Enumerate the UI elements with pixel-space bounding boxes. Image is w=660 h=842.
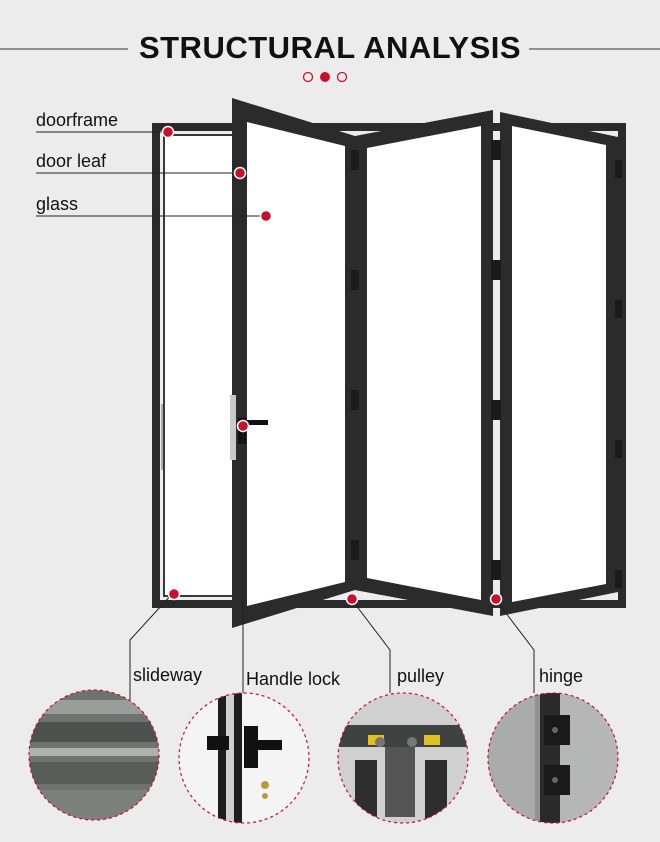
hinge-leader xyxy=(495,599,535,693)
marker-dots xyxy=(161,125,503,606)
pulley-label: pulley xyxy=(397,666,445,686)
pulley-detail xyxy=(337,692,469,824)
glass-marker xyxy=(259,209,273,223)
door-leaf-label: door leaf xyxy=(36,151,107,171)
slideway-label: slideway xyxy=(133,665,203,685)
door-leaf-1 xyxy=(232,98,355,628)
hinge-detail xyxy=(487,692,619,824)
page-title-text: STRUCTURAL ANALYSIS xyxy=(130,30,530,65)
page-title: STRUCTURAL ANALYSIS xyxy=(0,30,660,66)
door-leaf-3 xyxy=(500,112,618,616)
handle-lock-label: Handle lock xyxy=(246,669,341,689)
pager-dot xyxy=(302,71,314,83)
slideway-detail xyxy=(28,689,160,821)
pulley-leader xyxy=(351,599,391,693)
pager-dot-active xyxy=(320,72,330,82)
slideway-leader xyxy=(129,593,173,704)
hinge-marker xyxy=(489,592,503,606)
doorframe-marker xyxy=(161,125,175,139)
hinge-blocks xyxy=(351,140,622,588)
hinge-label: hinge xyxy=(539,666,584,686)
pager-dot xyxy=(336,71,348,83)
pulley-marker xyxy=(345,592,359,606)
door-leaf-2 xyxy=(355,110,493,616)
doorframe-label: doorframe xyxy=(36,110,119,130)
glass-label: glass xyxy=(36,194,79,214)
handle-lock-marker xyxy=(236,419,250,433)
handle-lock-detail xyxy=(178,692,310,824)
door-leaf-marker xyxy=(233,166,247,180)
slideway-marker xyxy=(167,587,181,601)
